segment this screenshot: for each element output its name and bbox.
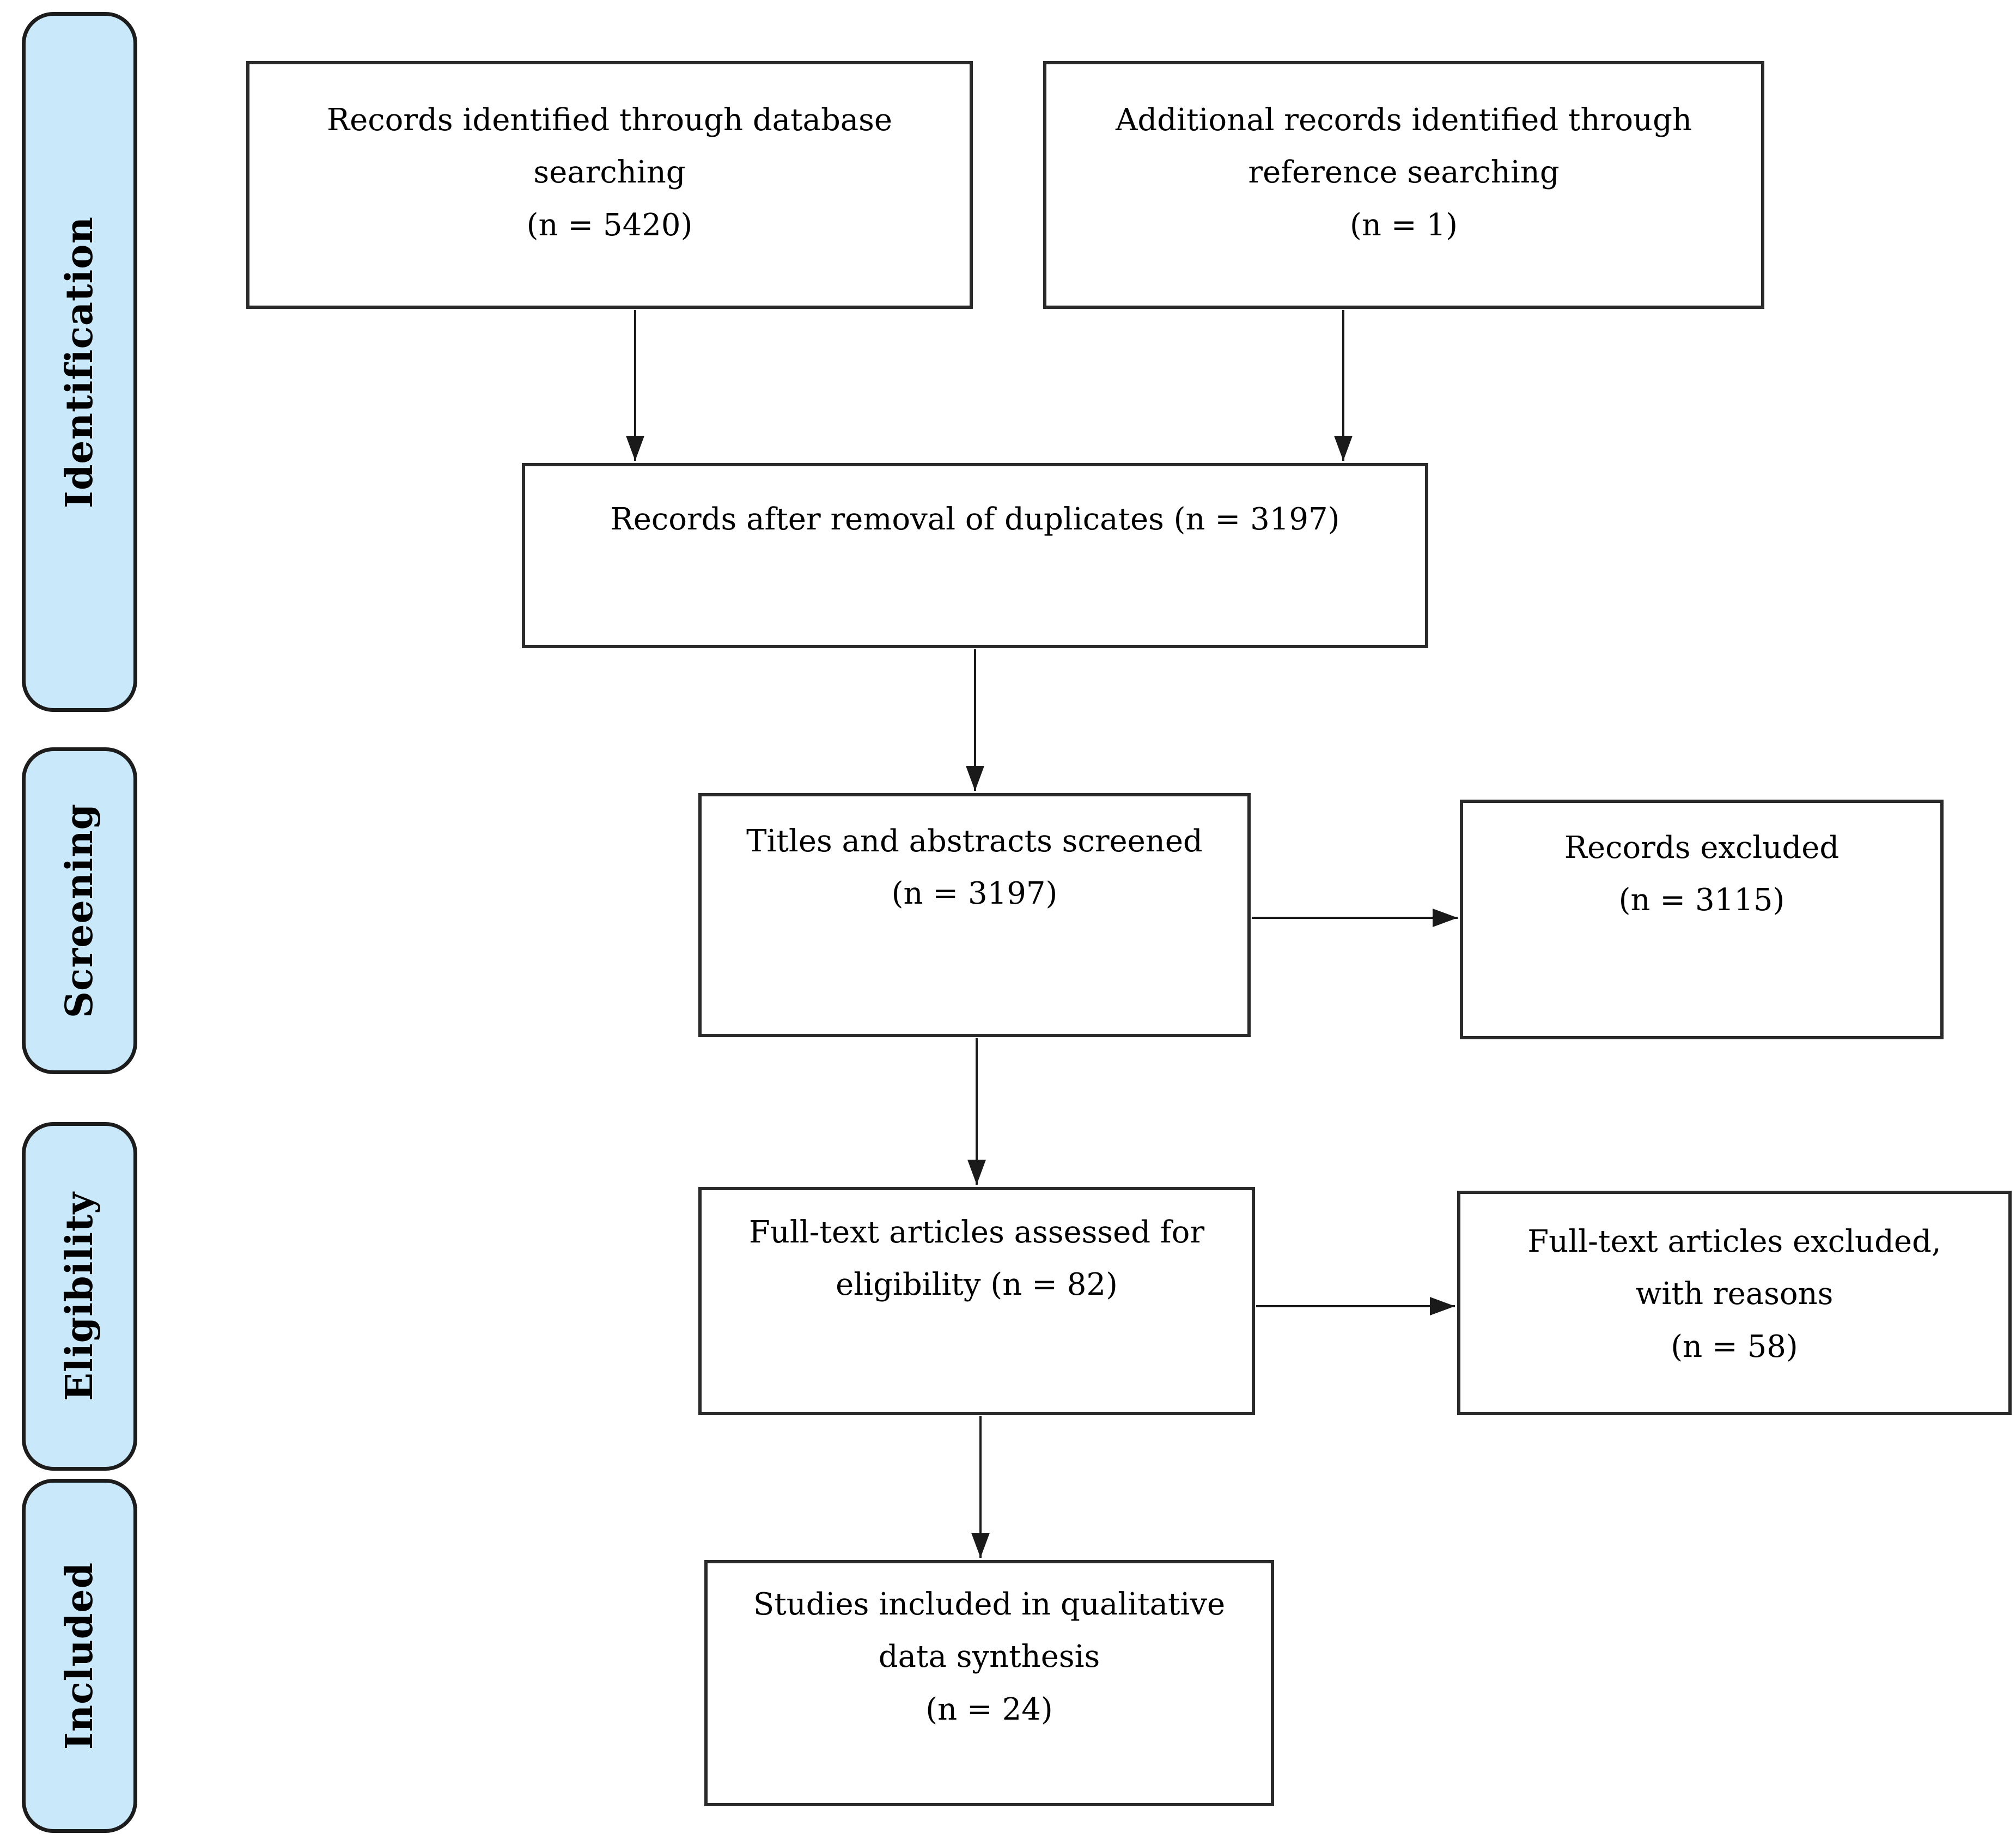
stage-label-included: Included xyxy=(58,1562,101,1750)
box-duplicates-removed: Records after removal of duplicates (n =… xyxy=(522,463,1428,648)
box-fulltext-assessed: Full-text articles assessed for eligibil… xyxy=(698,1187,1255,1415)
stage-pill-included: Included xyxy=(22,1479,137,1833)
box-records-identified-text: Records identified through database sear… xyxy=(326,102,893,243)
box-records-excluded: Records excluded (n = 3115) xyxy=(1460,800,1944,1039)
box-records-identified: Records identified through database sear… xyxy=(246,61,973,309)
box-titles-screened-text: Titles and abstracts screened (n = 3197) xyxy=(746,824,1203,912)
box-fulltext-assessed-text: Full-text articles assessed for eligibil… xyxy=(748,1215,1205,1303)
box-fulltext-excluded: Full-text articles excluded, with reason… xyxy=(1457,1191,2012,1415)
box-studies-included: Studies included in qualitative data syn… xyxy=(704,1560,1274,1806)
stage-label-eligibility: Eligibility xyxy=(58,1192,101,1401)
box-records-excluded-text: Records excluded (n = 3115) xyxy=(1564,830,1840,918)
box-studies-included-text: Studies included in qualitative data syn… xyxy=(753,1587,1226,1727)
box-additional-records: Additional records identified through re… xyxy=(1043,61,1764,309)
stage-pill-eligibility: Eligibility xyxy=(22,1122,137,1471)
box-fulltext-excluded-text: Full-text articles excluded, with reason… xyxy=(1527,1224,1941,1364)
stage-pill-screening: Screening xyxy=(22,747,137,1074)
stage-label-screening: Screening xyxy=(58,803,101,1019)
box-duplicates-removed-text: Records after removal of duplicates (n =… xyxy=(610,502,1340,537)
stage-pill-identification: Identification xyxy=(22,12,137,712)
box-titles-screened: Titles and abstracts screened (n = 3197) xyxy=(698,793,1251,1037)
stage-label-identification: Identification xyxy=(58,216,102,508)
box-additional-records-text: Additional records identified through re… xyxy=(1115,102,1692,243)
